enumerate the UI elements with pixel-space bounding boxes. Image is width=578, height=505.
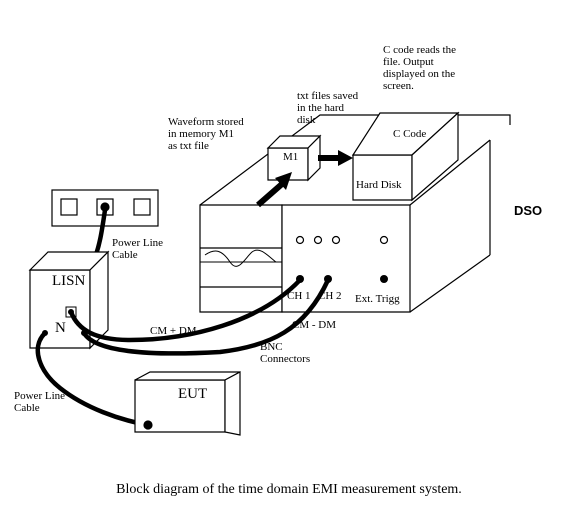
dso-box (199, 114, 511, 313)
bnc-cables (68, 277, 331, 356)
label-cm-plus-dm: CM + DM (150, 325, 197, 337)
label-c-code-box: C Code (393, 128, 427, 140)
m1-memory-block (266, 134, 322, 182)
label-waveform: Waveform stored in memory M1 as txt file (168, 116, 244, 152)
label-ch1: CH 1 (287, 290, 311, 302)
label-m1: M1 (283, 151, 299, 163)
arrow-to-hard-disk (318, 150, 353, 166)
label-ch2: CH 2 (318, 290, 342, 302)
label-eut: EUT (178, 386, 208, 402)
arrow-to-m1 (256, 172, 292, 208)
label-hard-disk: Hard Disk (356, 179, 402, 191)
label-dso: DSO (514, 203, 543, 218)
label-txt-files: txt files saved in the hard disk (297, 90, 359, 126)
label-lisn-n: N (55, 320, 66, 336)
lisn-box (28, 250, 110, 350)
label-c-code-note: C code reads the file. Output displayed … (383, 44, 456, 92)
scope-screen (200, 249, 282, 267)
hard-disk-block (351, 111, 460, 202)
eut-box (134, 371, 241, 436)
power-line-cable-bottom (35, 330, 151, 428)
label-cm-minus-dm: CM - DM (292, 319, 337, 331)
label-lisn: LISN (52, 273, 86, 289)
label-power-line-cable-bottom: Power Line Cable (14, 390, 66, 414)
label-ext-trigg: Ext. Trigg (355, 293, 400, 305)
figure-caption: Block diagram of the time domain EMI mea… (116, 482, 462, 497)
front-knobs (295, 235, 389, 245)
label-bnc: BNC Connectors (260, 341, 311, 365)
label-power-line-cable-top: Power Line Cable (112, 237, 164, 261)
